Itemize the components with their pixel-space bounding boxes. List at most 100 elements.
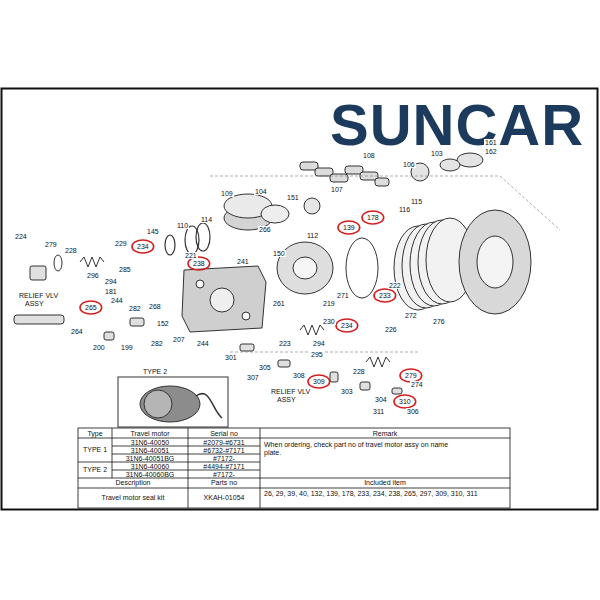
- plugs: [392, 388, 402, 394]
- callout-number: 229: [114, 240, 128, 247]
- table-grid: [112, 470, 260, 471]
- callout-number: 103: [430, 150, 444, 157]
- callout-number: 199: [120, 344, 134, 351]
- callout-number: 228: [352, 368, 366, 375]
- callout-ring: [374, 289, 396, 302]
- table-grid: [112, 428, 113, 478]
- output-shaft: [457, 153, 483, 167]
- callout-number: 268: [148, 303, 162, 310]
- callout-number: 307: [246, 374, 260, 381]
- callout-ring: [338, 221, 360, 234]
- guide-line: [230, 352, 420, 353]
- callout-ring: [336, 319, 358, 332]
- callout-number: 223: [278, 340, 292, 347]
- housing: [242, 312, 250, 320]
- hub: [277, 238, 378, 298]
- callout-number: 234: [340, 322, 354, 329]
- callout-number: 309: [312, 378, 326, 385]
- callout-number: 224: [14, 233, 28, 240]
- callout-number: 294: [312, 340, 326, 347]
- table-cell: TYPE 1: [78, 446, 112, 454]
- callout-number: 151: [286, 194, 300, 201]
- rings: [196, 223, 210, 251]
- type2-inset: [118, 377, 228, 427]
- guide-line: [210, 176, 560, 352]
- guide-line: [210, 176, 560, 230]
- table-cell: Remark: [260, 430, 510, 438]
- callout-number: 230: [322, 318, 336, 325]
- callout-number: 279: [44, 241, 58, 248]
- callout-number: 282: [150, 340, 164, 347]
- callout-number: 308: [292, 372, 306, 379]
- table-grid: [78, 428, 510, 508]
- callout-number: 228: [64, 247, 78, 254]
- callout-number: 222: [388, 282, 402, 289]
- callout-number: 265: [84, 304, 98, 311]
- callout-number: 311: [372, 408, 385, 415]
- callout-number: 306: [406, 408, 420, 415]
- housing: [182, 266, 266, 332]
- callout-number: 272: [404, 312, 418, 319]
- callout-number: 200: [92, 344, 106, 351]
- table-cell: Parts no: [188, 479, 260, 487]
- callout-number: 109: [220, 190, 234, 197]
- table-cell: 31N6-40050: [112, 439, 188, 447]
- plugs: [130, 318, 144, 326]
- type2-inset: [140, 386, 200, 422]
- table-cell: XKAH-01054: [188, 494, 260, 502]
- callout-number: 178: [366, 214, 380, 221]
- callout-number: 145: [146, 228, 160, 235]
- callout-ring: [308, 375, 330, 388]
- callout-number: 295: [310, 351, 324, 358]
- callout-number: 110: [176, 222, 189, 229]
- table-cell: Type: [78, 430, 112, 438]
- frame: [2, 89, 598, 510]
- callout-number: 219: [322, 300, 336, 307]
- callout-number: 271: [336, 292, 350, 299]
- table-cell: 31N6-40051BG: [112, 455, 188, 463]
- table-cell: When ordering, check part no of travel m…: [264, 441, 464, 457]
- callout-ring: [132, 240, 154, 253]
- table-cell: #7172-: [188, 471, 260, 479]
- callout-number: 279: [404, 372, 418, 379]
- callout-number: 107: [330, 186, 344, 193]
- pistons: [330, 174, 348, 182]
- callout-ring: [80, 301, 102, 314]
- table-cell: Serial no: [188, 430, 260, 438]
- callout-number: 305: [258, 364, 272, 371]
- pistons: [300, 162, 389, 186]
- output-shaft: [411, 153, 483, 181]
- callout-number: 234: [136, 243, 150, 250]
- callout-number: 274: [410, 381, 424, 388]
- table-cell: #7172-: [188, 455, 260, 463]
- rings: [165, 223, 210, 255]
- callout-number: 266: [258, 226, 272, 233]
- callout-number: 261: [272, 300, 286, 307]
- part-note: TYPE 2: [142, 368, 168, 375]
- table-cell: Included item: [260, 479, 510, 487]
- callout-number: 150: [272, 250, 286, 257]
- relief-valve: [54, 255, 62, 271]
- watermark: SUNCAR: [330, 96, 584, 154]
- plugs: [240, 344, 254, 351]
- hub: [346, 238, 378, 298]
- ring-stack: [459, 210, 531, 314]
- callout-number: 221: [184, 252, 198, 259]
- callout-number: 303: [340, 388, 354, 395]
- table-cell: #6732-#7171: [188, 447, 260, 455]
- relief-valve: [80, 257, 104, 267]
- part-note: RELIEF VLV: [18, 292, 59, 299]
- callout-number: 112: [306, 232, 319, 239]
- output-shaft: [440, 159, 460, 171]
- part-note: RELIEF VLV: [270, 388, 311, 395]
- callout-number: 301: [224, 354, 238, 361]
- callout-number: 139: [342, 224, 356, 231]
- callout-number: 233: [378, 292, 392, 299]
- callout-number: 310: [398, 398, 412, 405]
- plugs: [330, 372, 338, 382]
- relief-valve: [14, 315, 64, 324]
- table-grid: [78, 462, 260, 463]
- table-grid: [78, 438, 510, 439]
- callout-number: 244: [196, 340, 210, 347]
- relief-valve: [14, 255, 390, 367]
